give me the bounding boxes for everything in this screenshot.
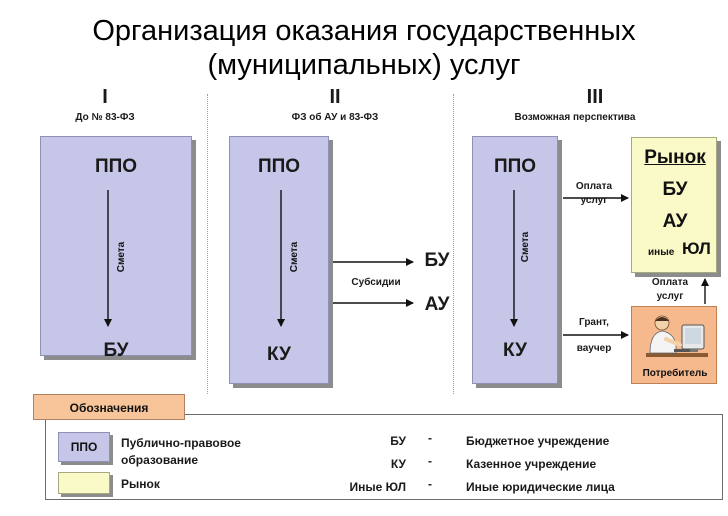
ppo-label: ППО <box>94 156 138 177</box>
column-1-subtitle: До № 83-ФЗ <box>75 112 135 123</box>
legend-ppo-swatch: ППО <box>58 432 110 462</box>
legend-description: Бюджетное учреждение <box>466 434 610 448</box>
market-bu: БУ <box>662 179 688 200</box>
ku-label: КУ <box>267 344 291 365</box>
legend-ppo-text-line-2: образование <box>121 453 199 467</box>
legend-abbr: Иные ЮЛ <box>349 480 406 494</box>
legend-description: Иные юридические лица <box>466 480 615 494</box>
legend-ppo-text-line-1: Публично-правовое <box>121 436 241 450</box>
consumer-payment-label-line-1: Оплата <box>651 277 689 288</box>
legend-panel <box>45 414 723 500</box>
column-2-numeral: II <box>329 86 341 108</box>
ppo-box-column-2 <box>229 136 329 384</box>
subsidies-label: Субсидии <box>351 277 401 288</box>
column-3-subtitle: Возможная перспектива <box>514 112 636 123</box>
legend-dash: - <box>428 454 432 468</box>
legend-description: Казенное учреждение <box>466 457 597 471</box>
payment-label-line-1: Оплата <box>575 181 613 192</box>
legend-dash: - <box>428 431 432 445</box>
payment-label-line-2: услуг <box>580 195 608 206</box>
consumer-box: Потребитель <box>631 306 717 384</box>
ppo-box-column-3 <box>472 136 558 384</box>
legend-dash: - <box>428 477 432 491</box>
bu-label: БУ <box>103 340 129 361</box>
column-3-numeral: III <box>586 86 604 108</box>
legend-market-swatch <box>58 472 110 494</box>
legend-ppo-swatch-label: ППО <box>70 440 98 454</box>
market-other-prefix: иные <box>648 247 675 258</box>
legend-abbr: БУ <box>390 434 406 448</box>
bu-target-label: БУ <box>424 250 450 271</box>
ku-label: КУ <box>503 340 527 361</box>
page-title-line-1: Организация оказания государственных <box>92 15 636 47</box>
page-title-line-2: (муниципальных) услуг <box>207 49 521 81</box>
consumer-label: Потребитель <box>642 368 708 379</box>
market-box: Рынок БУ АУ иные ЮЛ <box>631 137 717 273</box>
legend-abbr: КУ <box>390 457 406 471</box>
column-divider <box>453 94 454 394</box>
legend-market-text: Рынок <box>121 477 160 491</box>
ppo-label: ППО <box>257 156 301 177</box>
legend-tab: Обозначения <box>33 394 185 420</box>
consumer-payment-label-line-2: услуг <box>656 291 684 302</box>
grant-label-line-2: ваучер <box>576 343 612 354</box>
ppo-label: ППО <box>493 156 537 177</box>
person-at-computer-icon <box>646 315 708 357</box>
au-target-label: АУ <box>424 294 450 315</box>
column-1-numeral: I <box>102 86 108 108</box>
grant-label-line-1: Грант, <box>579 317 609 328</box>
market-title: Рынок <box>644 147 706 168</box>
column-divider <box>207 94 208 394</box>
ppo-box-column-1 <box>40 136 192 356</box>
market-other: ЮЛ <box>682 239 711 258</box>
market-au: АУ <box>662 211 688 232</box>
column-2-subtitle: ФЗ об АУ и 83-ФЗ <box>291 112 379 123</box>
